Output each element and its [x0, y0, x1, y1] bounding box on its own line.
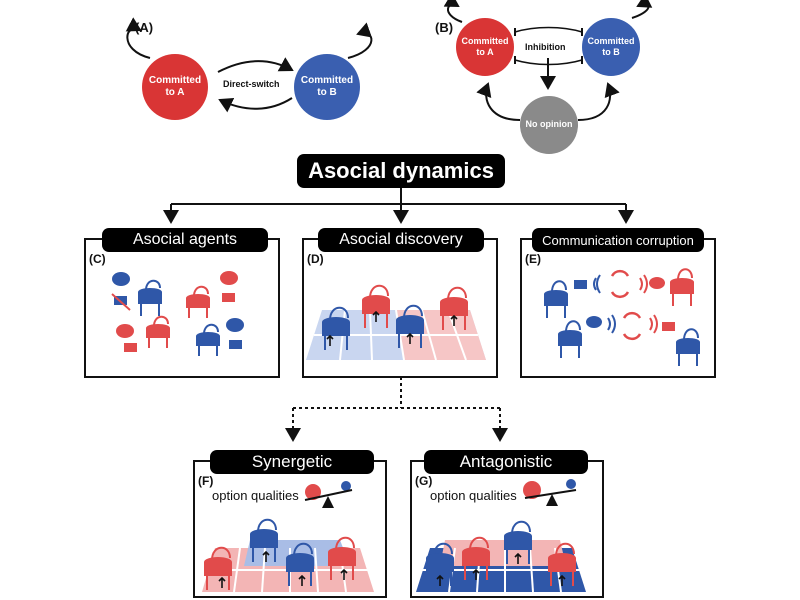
robot-icon	[138, 279, 162, 316]
node-b-committed-a: Committed to A	[456, 18, 514, 76]
robot-icon	[322, 306, 350, 350]
signal-waves-icon	[593, 274, 601, 294]
balance-scale-icon	[523, 479, 577, 506]
panel-c-title: Asocial agents	[102, 228, 268, 252]
up-arrow-icon	[218, 550, 348, 588]
switch-arrow-bottom	[218, 97, 293, 113]
robot-icon	[462, 536, 490, 580]
robot-icon	[362, 284, 390, 328]
speech-bubble-icon	[112, 272, 130, 286]
panel-g-label: (G)	[415, 474, 433, 488]
robot-icon	[504, 520, 532, 564]
envelope-icon	[574, 280, 587, 289]
self-loop-arrow-b	[347, 22, 373, 59]
refresh-arrows-icon	[610, 269, 630, 299]
robot-icon	[544, 280, 568, 318]
balance-scale-icon	[304, 481, 353, 508]
floor-grid	[306, 309, 486, 361]
direct-switch-label: Direct-switch	[223, 79, 280, 89]
panel-c-label: (C)	[89, 252, 106, 266]
panel-d-label: (D)	[307, 252, 324, 266]
panel-e-label: (E)	[525, 252, 541, 266]
panel-e	[520, 238, 716, 378]
self-loop-arrow-a	[125, 17, 151, 59]
speech-bubble-icon	[649, 277, 665, 289]
main-title: Asocial dynamics	[297, 154, 505, 188]
panel-c	[84, 238, 280, 378]
envelope-icon	[662, 322, 675, 331]
signal-waves-icon	[639, 274, 648, 294]
robot-icon	[186, 285, 210, 318]
robot-icon	[286, 542, 314, 586]
speech-bubble-icon	[226, 318, 244, 332]
robot-icon	[558, 320, 582, 358]
up-arrow-icon	[326, 310, 458, 346]
robot-icon	[396, 304, 424, 348]
envelope-icon	[229, 340, 242, 349]
speech-bubble-icon	[116, 324, 134, 338]
speech-bubble-icon	[220, 271, 238, 285]
node-committed-a: Committed to A	[142, 54, 208, 120]
robot-icon	[670, 268, 694, 306]
node-b-committed-b: Committed to B	[582, 18, 640, 76]
envelope-icon	[124, 343, 137, 352]
inhibition-label: Inhibition	[525, 42, 566, 52]
panel-f-label: (F)	[198, 474, 214, 488]
robot-icon	[676, 328, 700, 366]
robot-icon	[440, 286, 468, 330]
panel-b-label: (B)	[435, 20, 454, 35]
signal-waves-icon	[649, 314, 658, 334]
robot-icon	[426, 542, 454, 586]
node-committed-b: Committed to B	[294, 54, 360, 120]
panel-e-title: Communication corruption	[532, 228, 704, 252]
robot-icon	[328, 536, 356, 580]
robot-icon	[250, 518, 278, 562]
robot-icon	[146, 315, 170, 348]
node-no-opinion: No opinion	[520, 96, 578, 154]
up-arrow-icon	[436, 552, 566, 586]
panel-f-option-text: option qualities	[212, 488, 299, 503]
panel-g-title: Antagonistic	[424, 450, 588, 474]
panel-f-title: Synergetic	[210, 450, 374, 474]
robot-icon	[204, 546, 232, 590]
speech-bubble-icon	[586, 316, 602, 328]
refresh-arrows-icon	[622, 311, 642, 341]
switch-arrow-top	[217, 57, 294, 73]
panel-g-option-text: option qualities	[430, 488, 517, 503]
envelope-icon	[222, 293, 235, 302]
robot-icon	[548, 542, 576, 586]
robot-icon	[196, 323, 220, 356]
signal-waves-icon	[607, 314, 616, 334]
panel-d-title: Asocial discovery	[318, 228, 484, 252]
